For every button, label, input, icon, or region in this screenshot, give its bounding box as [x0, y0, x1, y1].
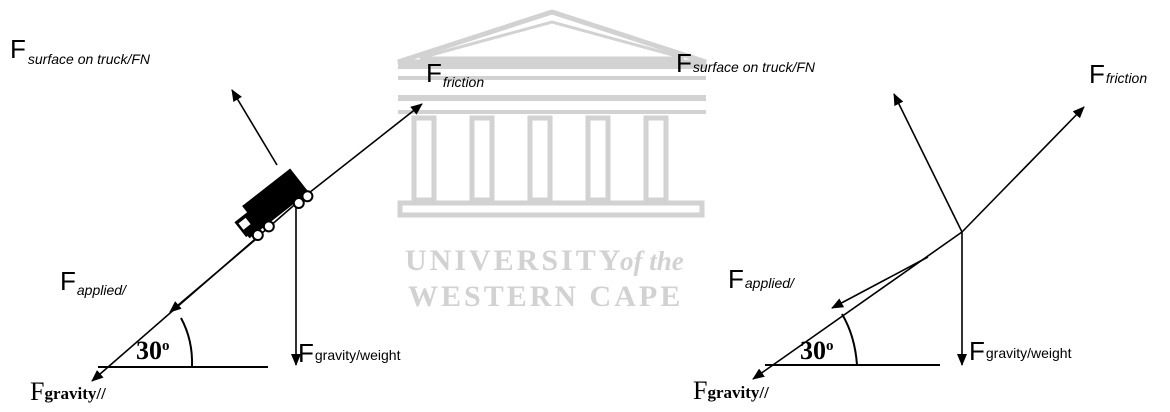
left-parallel-label: Fgravity// [30, 377, 106, 406]
left-friction-arrow [299, 103, 423, 201]
right-labels: Fsurface on truck/FN Ffriction Fapplied/… [676, 48, 1147, 405]
right-applied-arrow [831, 256, 929, 309]
right-parallel-label: Fgravity// [693, 376, 769, 405]
left-angle-label: 30o [136, 336, 170, 365]
right-friction-label: Ffriction [1089, 59, 1147, 89]
left-weight-label: Fgravity/weight [298, 338, 401, 368]
right-gravity-parallel-arrow [752, 231, 963, 380]
truck-icon [234, 168, 314, 242]
right-angle-label: 30o [800, 336, 834, 365]
right-applied-label: Fapplied/ [728, 264, 796, 294]
right-friction-arrow [961, 106, 1085, 233]
left-normal-arrow [231, 89, 278, 166]
university-crest-logo [397, 9, 707, 218]
watermark-line1: UNIVERSITY [405, 244, 623, 277]
watermark-line2: WESTERN CAPE [408, 280, 683, 313]
left-applied-arrow [169, 239, 256, 313]
right-diagram [752, 93, 1085, 380]
right-normal-label: Fsurface on truck/FN [676, 48, 816, 78]
left-diagram [91, 89, 423, 382]
right-angle-arc [841, 313, 858, 366]
left-applied-label: Fapplied/ [60, 266, 128, 298]
right-weight-label: Fgravity/weight [969, 336, 1072, 366]
watermark-line1-italic: of the [620, 246, 684, 276]
university-watermark-text: UNIVERSITY of the WESTERN CAPE [405, 244, 684, 313]
left-angle-arc [180, 317, 194, 368]
right-normal-arrow [893, 93, 963, 233]
left-friction-label: Ffriction [426, 58, 484, 90]
